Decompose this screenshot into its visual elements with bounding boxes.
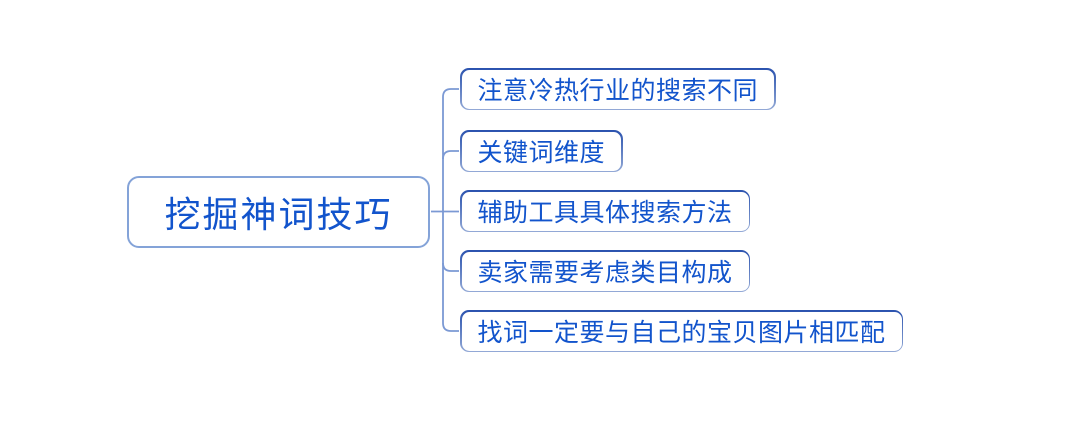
- subtopic-3-label: 辅助工具具体搜索方法: [477, 198, 733, 227]
- subtopic-3-box: 辅助工具具体搜索方法: [461, 191, 749, 231]
- subtopic-5[interactable]: 找词一定要与自己的宝贝图片相匹配: [460, 310, 904, 352]
- root-topic[interactable]: 挖掘神词技巧: [127, 176, 430, 248]
- subtopic-5-box: 找词一定要与自己的宝贝图片相匹配: [461, 311, 902, 351]
- connector-child-2: [442, 150, 459, 160]
- subtopic-2-box: 关键词维度: [461, 131, 622, 171]
- root-topic-label: 挖掘神词技巧: [164, 195, 393, 236]
- subtopic-4[interactable]: 卖家需要考虑类目构成: [460, 250, 751, 292]
- subtopic-1-label: 注意冷热行业的搜索不同: [477, 76, 759, 105]
- subtopic-4-box: 卖家需要考虑类目构成: [461, 251, 749, 291]
- subtopic-2-label: 关键词维度: [477, 138, 606, 167]
- subtopic-1-box: 注意冷热行业的搜索不同: [461, 69, 775, 109]
- subtopic-5-label: 找词一定要与自己的宝贝图片相匹配: [477, 318, 886, 347]
- subtopic-3[interactable]: 辅助工具具体搜索方法: [460, 190, 751, 232]
- subtopic-1[interactable]: 注意冷热行业的搜索不同: [460, 68, 776, 110]
- subtopic-4-label: 卖家需要考虑类目构成: [477, 258, 733, 287]
- connector-child-4: [442, 262, 459, 272]
- connector-child-1: [442, 88, 459, 212]
- subtopic-2[interactable]: 关键词维度: [460, 130, 623, 172]
- connector-child-5: [442, 211, 459, 332]
